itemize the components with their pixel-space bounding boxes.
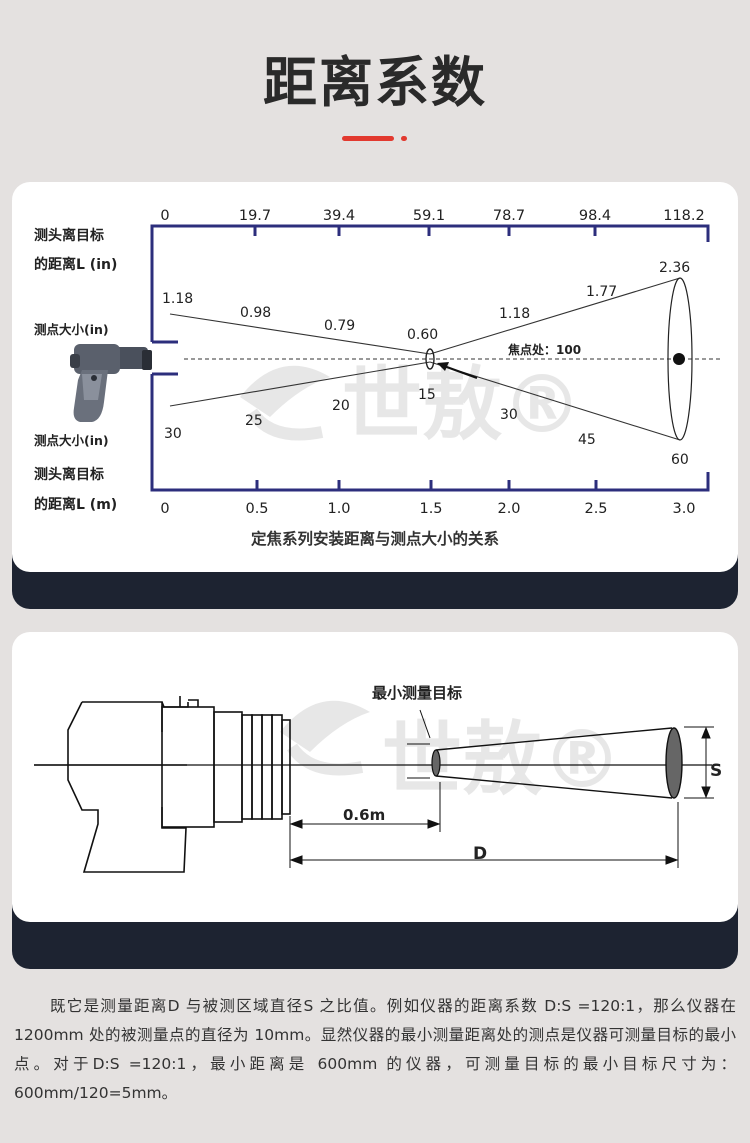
spot-size-mm-label: 测点大小(in) <box>34 433 109 448</box>
chart-caption: 定焦系列安装距离与测点大小的关系 <box>251 529 499 548</box>
d-label: D <box>473 844 487 864</box>
spot-value-mm: 15 <box>418 387 436 403</box>
target-dot <box>673 353 685 365</box>
top-tick-label: 118.2 <box>663 208 705 224</box>
spot-value-in: 0.79 <box>324 318 355 334</box>
page-title: 距离系数 <box>263 51 487 114</box>
underline-dot <box>401 136 407 141</box>
spot-value-mm: 20 <box>332 398 350 414</box>
focus-label: 焦点处：100 <box>507 342 581 357</box>
min-target-label: 最小测量目标 <box>372 684 462 702</box>
d-dimension <box>289 802 679 868</box>
spot-value-in: 1.77 <box>586 284 617 300</box>
bottom-tick-label: 1.0 <box>327 501 350 517</box>
distance-spot-diagram: 世敖® 0 19.7 39.4 59.1 78.7 98.4 118.2 0 0… <box>34 208 720 548</box>
spot-value-mm: 60 <box>671 452 689 468</box>
spot-value-in: 2.36 <box>659 260 690 276</box>
spot-value-in: 0.60 <box>407 327 438 343</box>
min-target-markers <box>407 743 430 779</box>
top-tick-label: 19.7 <box>239 208 271 224</box>
bottom-axis-title-line1: 测头离目标 <box>34 466 104 483</box>
top-tick-label: 98.4 <box>579 208 611 224</box>
min-distance-dimension <box>289 782 441 868</box>
spot-size-in-label: 测点大小(in) <box>34 322 109 337</box>
bottom-tick-label: 3.0 <box>672 501 695 517</box>
s-label: S <box>710 761 722 781</box>
bottom-tick-label: 1.5 <box>419 501 442 517</box>
watermark-logo: 世敖® <box>280 700 622 806</box>
focus-spot <box>425 348 435 370</box>
spot-value-in: 0.98 <box>240 305 271 321</box>
focus-arrow <box>437 362 478 379</box>
top-tick-label: 78.7 <box>493 208 525 224</box>
bottom-tick-label: 2.5 <box>584 501 607 517</box>
watermark-text: 世敖® <box>382 713 622 806</box>
spot-value-mm: 45 <box>578 432 596 448</box>
spot-value-mm: 30 <box>500 407 518 423</box>
bottom-tick-label: 2.0 <box>497 501 520 517</box>
far-spot <box>667 277 693 441</box>
spot-value-in: 1.18 <box>499 306 530 322</box>
far-target-spot <box>665 727 683 799</box>
spot-value-mm: 25 <box>245 413 263 429</box>
distance-chart-card: 世敖® 0 19.7 39.4 59.1 78.7 98.4 118.2 0 0… <box>12 182 738 572</box>
min-target-card: 世敖® 最小测量目标 <box>12 632 738 922</box>
measurement-cone <box>435 727 673 799</box>
min-target-pointer <box>419 709 431 739</box>
spot-value-mm: 30 <box>164 426 182 442</box>
min-target-diagram: 世敖® 最小测量目标 <box>34 684 722 873</box>
underline-bar <box>342 136 394 141</box>
spot-value-in: 1.18 <box>162 291 193 307</box>
description-paragraph: 既它是测量距离D 与被测区域直径S 之比值。例如仪器的距离系数 D:S =120… <box>14 997 736 1102</box>
bottom-tick-label: 0 <box>160 501 169 517</box>
top-axis-title-line2: 的距离L (in) <box>34 256 117 273</box>
top-tick-label: 59.1 <box>413 208 445 224</box>
ir-thermometer-icon <box>70 344 152 422</box>
bottom-axis-title-line2: 的距离L (m) <box>34 496 117 513</box>
top-tick-label: 39.4 <box>323 208 355 224</box>
min-target-spot <box>431 749 441 777</box>
top-axis-title-line1: 测头离目标 <box>34 227 104 244</box>
watermark-logo: 世敖® <box>240 358 582 451</box>
min-distance-label: 0.6m <box>343 806 385 824</box>
bottom-tick-label: 0.5 <box>245 501 268 517</box>
s-dimension <box>684 726 714 799</box>
ir-thermometer-outline <box>34 696 291 873</box>
top-tick-label: 0 <box>160 208 169 224</box>
